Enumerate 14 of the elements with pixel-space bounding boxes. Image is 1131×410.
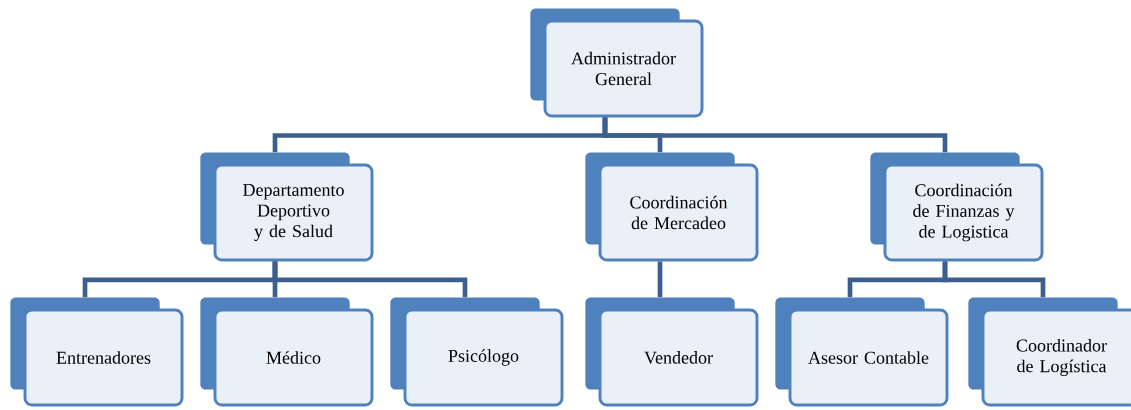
org-box: Coordinador de Logística: [968, 297, 1131, 407]
org-box: Coordinación de Finanzas y de Logistica: [870, 152, 1044, 262]
org-box: Entrenadores: [10, 297, 184, 407]
org-box: Departamento Deportivo y de Salud: [200, 152, 374, 262]
connector-line: [942, 261, 1046, 298]
org-box: Psicólogo: [390, 297, 564, 407]
connector-line: [272, 261, 468, 298]
org-box: Médico: [200, 297, 374, 407]
org-box: Coordinación de Mercadeo: [585, 152, 759, 262]
connector-line: [657, 261, 663, 298]
org-box: Administrador General: [530, 8, 704, 118]
connector-line: [602, 117, 948, 153]
org-box: Vendedor: [585, 297, 759, 407]
org-box: Asesor Contable: [775, 297, 949, 407]
